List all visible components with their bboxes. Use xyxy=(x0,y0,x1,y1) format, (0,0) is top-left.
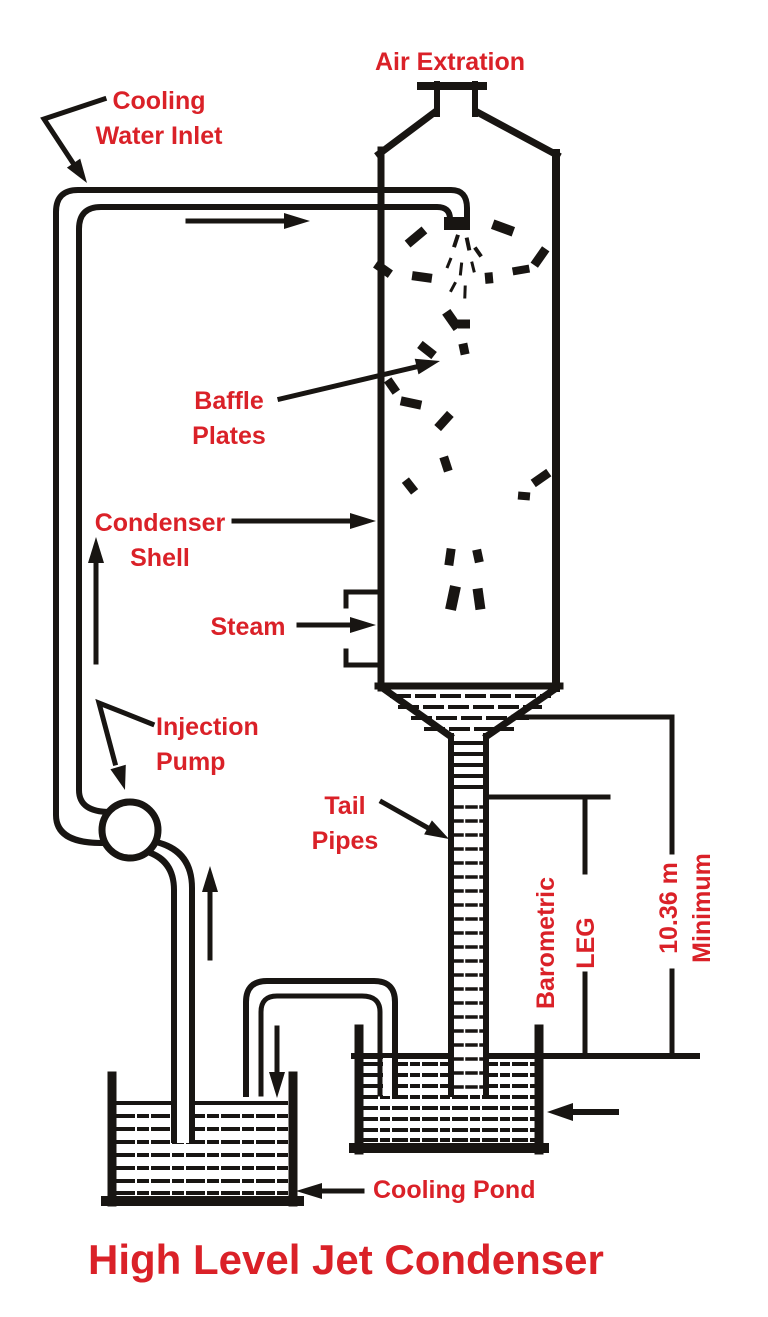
condenser-shell-outline xyxy=(374,81,564,741)
cooling-pond-left xyxy=(101,1071,304,1207)
pipe-flow-right-arrow xyxy=(185,213,310,229)
suction-up-arrow xyxy=(202,866,218,961)
label-tail-pipes: Tail Pipes xyxy=(311,792,379,855)
overflow-siphon-pipe xyxy=(243,978,398,1097)
hotwell-cone-water xyxy=(390,694,551,731)
spray-droplets xyxy=(445,234,483,299)
dimension-lines xyxy=(487,714,675,1057)
label-barometric-leg: Barometric LEG xyxy=(532,877,600,1009)
cooling-water-leader-arrow xyxy=(40,95,108,183)
hot-well-left-arrow xyxy=(547,1103,619,1121)
label-condenser-shell: Condenser Shell xyxy=(94,509,226,572)
cooling-water-pipe xyxy=(53,187,470,847)
steam-arrow xyxy=(296,617,376,633)
cooling-pond-arrow xyxy=(296,1183,365,1199)
label-cooling-pond: Cooling Pond xyxy=(373,1176,536,1204)
riser-up-arrow xyxy=(88,537,104,665)
pump-suction-pipe xyxy=(144,839,195,1143)
steam-inlet-nozzle xyxy=(343,589,380,668)
label-air-extraction: Air Extration xyxy=(374,48,526,76)
flow-arrows xyxy=(40,95,619,1199)
baffle-plates-scatter xyxy=(373,219,552,611)
spray-nozzle xyxy=(444,217,470,230)
injection-pump-leader-arrow xyxy=(95,698,156,790)
label-minimum-height: 10.36 m Minimum xyxy=(655,853,716,963)
label-steam: Steam xyxy=(210,613,286,641)
label-injection-pump: Injection Pump xyxy=(156,713,259,776)
baffle-plates-arrow xyxy=(276,358,440,403)
injection-pump-symbol xyxy=(98,798,162,862)
label-baffle-plates: Baffle Plates xyxy=(192,387,266,450)
label-cooling-water-inlet: Cooling Water Inlet xyxy=(95,87,223,150)
diagram-title: High Level Jet Condenser xyxy=(88,1236,604,1283)
tail-pipes-arrow xyxy=(378,798,449,839)
siphon-down-arrow xyxy=(269,1025,285,1098)
hot-well-pond xyxy=(349,1024,700,1155)
tail-pipe xyxy=(448,733,489,1097)
condenser-shell-arrow xyxy=(231,513,376,529)
